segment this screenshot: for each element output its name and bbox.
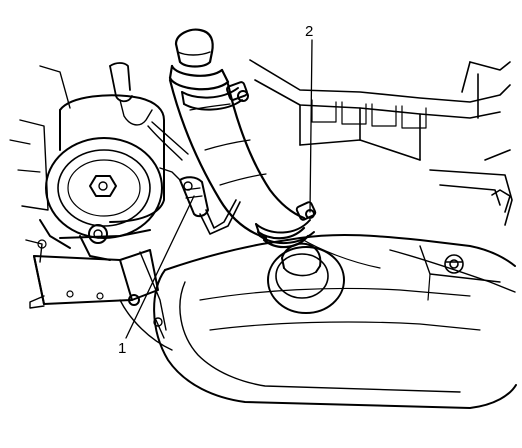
body-panel [249, 59, 513, 226]
callout-1: 1 [118, 195, 195, 357]
evap-canister-assembly [9, 65, 165, 309]
lower-lines [119, 251, 173, 351]
fuel-filler-hose [168, 28, 310, 249]
callout-1-label: 1 [118, 340, 126, 357]
callout-2-label: 2 [305, 23, 313, 40]
callout-2: 2 [305, 23, 313, 213]
upper-hose-clamp [181, 81, 249, 111]
filler-neck-opening [267, 242, 345, 314]
callout-1-leader [125, 195, 195, 339]
hose-bracket-clip [159, 167, 241, 235]
callout-2-leader [309, 39, 313, 213]
lower-hose-clamp [255, 201, 317, 244]
tank-mounting-bolt [444, 254, 464, 274]
vent-hose [109, 62, 189, 161]
fuel-tank [153, 233, 517, 409]
